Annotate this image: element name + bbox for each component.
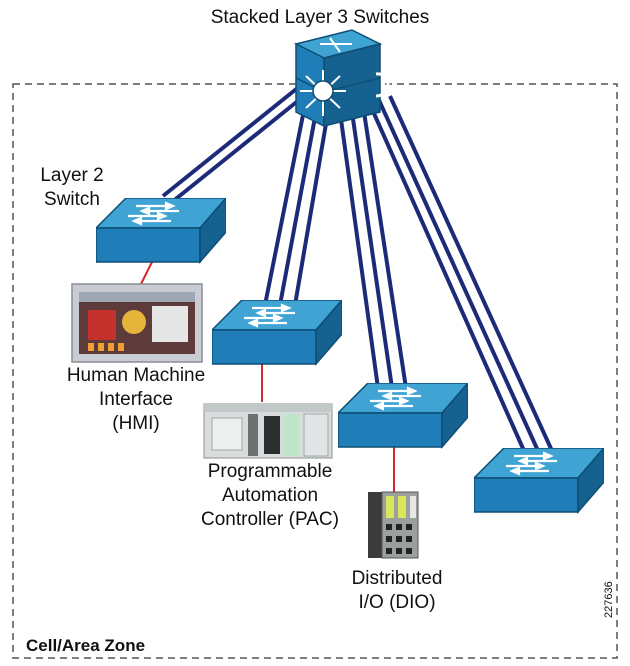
pac-label-line1: Programmable [207, 461, 333, 482]
zone-label: Cell/Area Zone [26, 636, 146, 655]
uplink-cables [161, 84, 555, 454]
distributed-io-icon [368, 491, 419, 559]
pac-controller-icon [203, 403, 333, 459]
hmi-panel-icon [71, 283, 203, 363]
figure-id: 227636 [603, 581, 615, 618]
hmi-label-line2: Interface [99, 389, 173, 410]
dio-label-line2: I/O (DIO) [358, 592, 436, 613]
layer2-switch-label-line1: Layer 2 [40, 165, 104, 186]
pac-label-line3: Controller (PAC) [201, 509, 339, 530]
hmi-label-line3: (HMI) [112, 413, 160, 434]
dio-access-switch-icon [338, 383, 468, 449]
device-links [139, 261, 395, 492]
core-stacked-layer3-switch-icon [293, 29, 390, 128]
core-switch-label: Stacked Layer 3 Switches [210, 7, 430, 28]
hmi-label-line1: Human Machine [66, 365, 206, 386]
layer2-switch-label-line2: Switch [44, 189, 100, 210]
pac-access-switch-icon [212, 300, 342, 366]
spare-access-switch-icon [474, 448, 604, 514]
pac-label-line2: Automation [221, 485, 319, 506]
dio-label-line1: Distributed [351, 568, 443, 589]
